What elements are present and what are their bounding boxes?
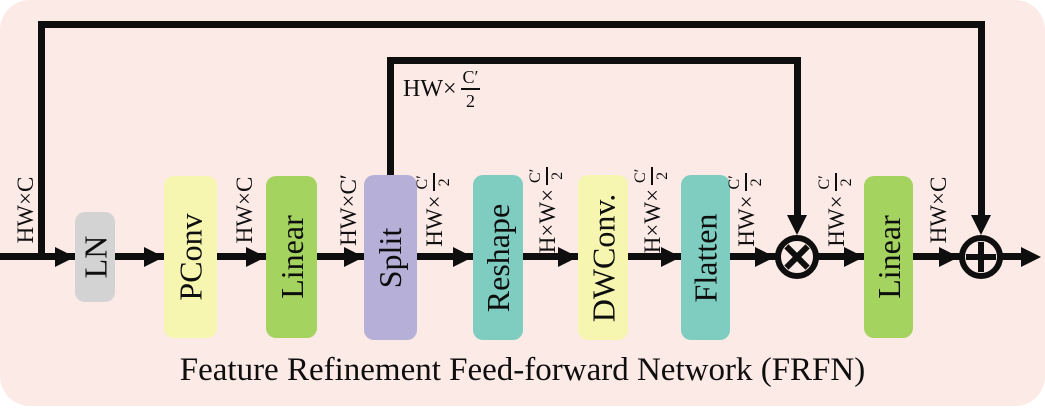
figure-caption: Feature Refinement Feed-forward Network … [179,352,866,388]
edge-label-split-branch: HW×C′2 [403,66,481,112]
block-dwconv: DWConv. [578,175,628,340]
block-pconv: PConv [164,176,217,338]
edge-label-after-linear1: HW×C′ [326,145,370,275]
fraction-numerator: C′ [632,166,653,185]
plus-icon [978,242,984,272]
arrowhead [344,247,364,267]
edge-label-text: HW× [421,195,447,247]
fraction: C′2 [460,68,481,111]
arrowhead-into-add [971,215,991,235]
edge-label-after-dwconv: H×W× C′2 [630,145,674,275]
block-split: Split [364,175,417,340]
edge-label-input: HW×C [3,145,47,275]
fraction-numerator: C′ [414,173,435,192]
residual-skip-dropper [978,21,985,217]
fraction-numerator: C′ [527,166,548,185]
edge-label-after-split: HW× C′2 [412,145,456,275]
edge-label-after-multiply: HW× C′2 [814,145,858,275]
fraction: C′2 [632,166,671,185]
block-flatten-label: Flatten [687,213,724,302]
edge-label-text: HW×C [231,176,257,244]
block-ln-label: LN [77,235,113,279]
arrowhead [844,247,864,267]
fraction-denominator: 2 [654,171,671,180]
arrowhead [939,247,959,267]
block-linear-2-label: Linear [870,215,907,299]
arrowhead [144,247,164,267]
fraction-denominator: 2 [549,171,566,180]
block-pconv-label: PConv [172,213,209,301]
arrowhead [55,247,75,267]
fraction: C′2 [527,166,566,185]
block-linear-2: Linear [864,176,913,338]
fraction-denominator: 2 [466,91,475,111]
fraction-numerator: C′ [816,173,837,192]
split-skip-line [387,57,801,64]
block-reshape-label: Reshape [480,203,516,312]
fraction-numerator: C′ [726,173,747,192]
elementwise-add-node [959,235,1003,279]
arrowhead [558,247,578,267]
fraction: C′2 [816,173,855,192]
block-dwconv-label: DWConv. [585,193,622,322]
block-ln: LN [75,212,115,302]
arrowhead-output [1021,247,1041,267]
fraction: C′2 [726,173,765,192]
edge-label-after-reshape: H×W× C′2 [525,145,569,275]
fraction-denominator: 2 [436,178,453,187]
fraction-denominator: 2 [748,178,765,187]
edge-label-text: H×W× [639,188,665,254]
residual-skip-line-top [38,21,985,28]
block-reshape: Reshape [473,175,523,340]
edge-label-after-linear2: HW×C [916,145,960,275]
edge-label-text: HW× [733,195,759,247]
arrowhead [755,247,775,267]
fraction: C′2 [414,173,453,192]
block-linear-1-label: Linear [273,215,310,299]
block-linear-1: Linear [266,176,317,338]
split-skip-riser [387,60,394,176]
edge-label-text: HW× [403,76,457,102]
elementwise-multiply-node [775,235,819,279]
arrowhead-into-multiply [787,215,807,235]
fraction-numerator: C′ [460,68,481,90]
residual-skip-riser [38,24,45,254]
edge-label-after-pconv: HW×C [222,145,266,275]
edge-label-text: HW×C [925,176,951,244]
block-split-label: Split [372,227,409,288]
arrowhead [453,247,473,267]
arrowhead [246,247,266,267]
arrowhead [661,247,681,267]
edge-label-after-flatten: HW× C′2 [724,145,768,275]
edge-label-text: H×W× [534,188,560,254]
block-flatten: Flatten [681,175,730,340]
edge-label-text: HW× [823,195,849,247]
fraction-denominator: 2 [838,178,855,187]
edge-label-text: HW×C′ [335,174,361,246]
split-skip-dropper [794,57,801,217]
edge-label-text: HW×C [12,176,38,244]
